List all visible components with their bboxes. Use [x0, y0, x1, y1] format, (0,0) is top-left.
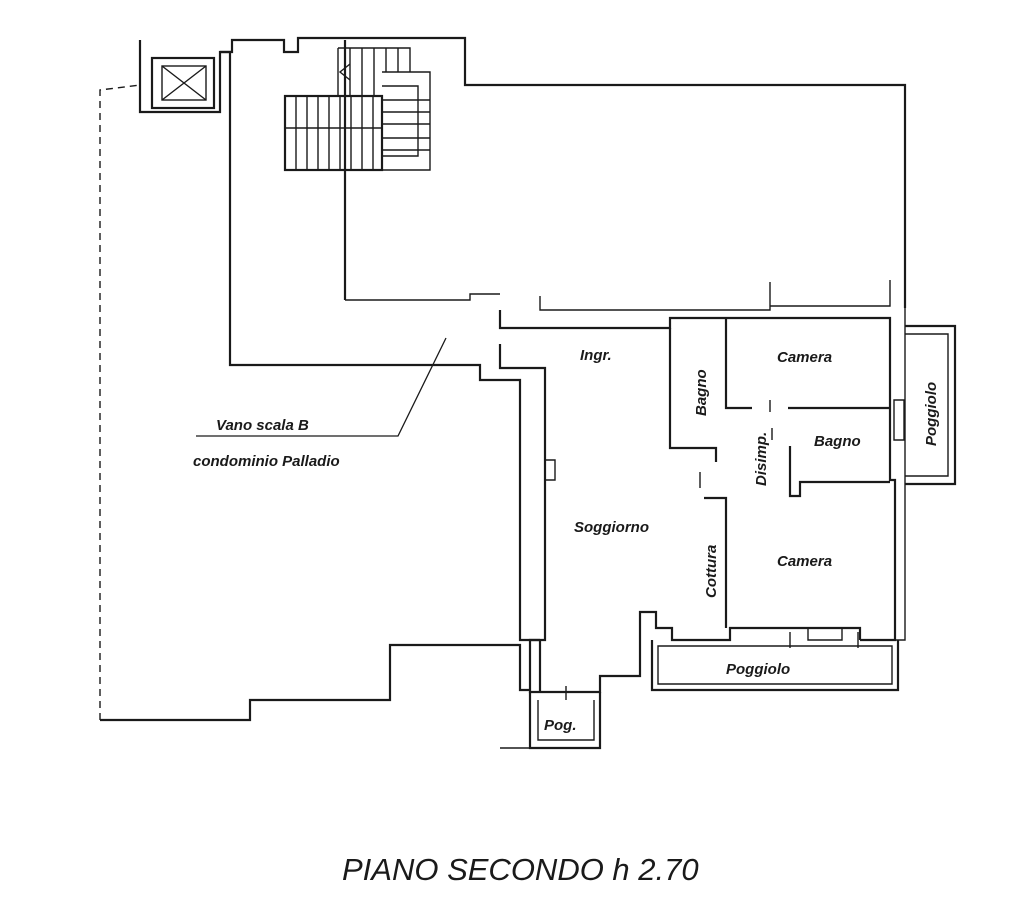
apartment-outline: [498, 308, 906, 694]
balcony-east: [893, 324, 957, 486]
label-vano-scala: Vano scala B: [216, 417, 309, 434]
label-poggiolo-east: Poggiolo: [923, 382, 940, 446]
label-bagno-2: Bagno: [814, 433, 861, 450]
plan-title: PIANO SECONDO h 2.70: [342, 852, 699, 887]
label-bagno-1: Bagno: [693, 369, 710, 416]
label-ingresso: Ingr.: [580, 347, 612, 364]
balcony-small: [500, 686, 602, 750]
staircase: [283, 47, 431, 172]
label-cottura: Cottura: [703, 545, 720, 598]
dashed-boundary: [99, 84, 141, 720]
label-pog: Pog.: [544, 717, 577, 734]
label-camera-2: Camera: [777, 553, 832, 570]
label-condominio: condominio Palladio: [193, 453, 340, 470]
label-soggiorno: Soggiorno: [574, 519, 649, 536]
label-disimpegno: Disimp.: [753, 432, 770, 486]
common-area-outline: [100, 36, 907, 722]
balcony-south: [650, 628, 900, 692]
label-camera-1: Camera: [777, 349, 832, 366]
vano-leader-line: [196, 337, 447, 437]
interior-walls: [668, 318, 890, 640]
lift-shaft: [150, 56, 216, 110]
label-poggiolo-south: Poggiolo: [726, 661, 790, 678]
